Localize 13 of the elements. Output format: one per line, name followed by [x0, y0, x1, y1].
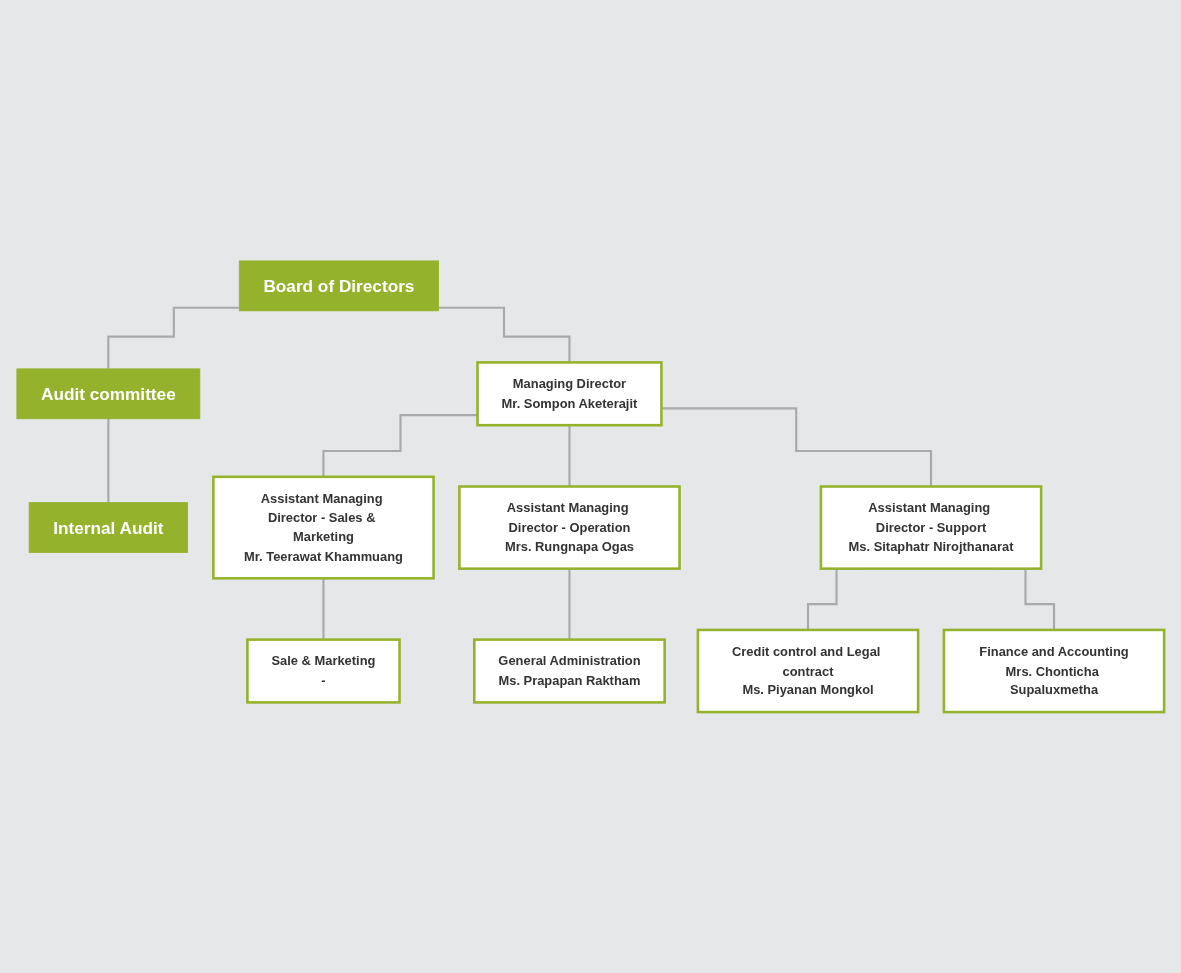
node-box: Sale & Marketing -: [246, 638, 401, 704]
node-box: Managing Director Mr. Sompon Aketerajit: [476, 361, 663, 427]
connector: [107, 306, 240, 370]
node-box: Credit control and Legal contract Ms. Piyanan Mongkol: [696, 628, 920, 714]
node-box: Assistant Managing Director - Support Ms. Sitaphatr Nirojthanarat: [819, 485, 1043, 570]
node-box: Finance and Accounting Mrs. Chonticha Supaluxmetha: [942, 628, 1166, 714]
node-box: General Administration Ms. Prapapan Raktham: [473, 638, 666, 704]
node-box: Board of Directors: [238, 260, 439, 312]
node-box: Assistant Managing Director - Operation Mrs. Rungnapa Ogas: [458, 485, 681, 570]
connector: [107, 417, 110, 504]
node-box: Audit committee: [16, 368, 201, 420]
node-box: Assistant Managing Director - Sales & Marketing Mr. Teerawat Khammuang: [212, 475, 435, 580]
node-box: Internal Audit: [28, 502, 188, 553]
